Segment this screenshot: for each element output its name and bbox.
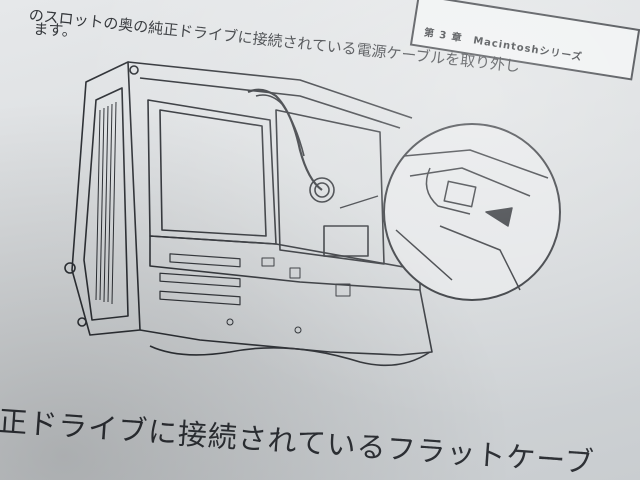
- magnified-detail-circle: [383, 123, 561, 301]
- expansion-slots: [159, 253, 241, 306]
- power-supply-block: [275, 109, 385, 265]
- cable-bundle: [247, 88, 323, 191]
- drive-bay-cage: [147, 99, 277, 245]
- motherboard-edge: [149, 235, 421, 291]
- connector-port: [323, 225, 369, 257]
- case-top-edge: [127, 61, 413, 119]
- screw-left-top: [129, 65, 139, 75]
- inset-arrow-icon: [485, 207, 513, 227]
- screw-left-bottom: [64, 262, 76, 274]
- front-vent-slots: [95, 101, 117, 305]
- front-bezel-outline: [71, 61, 141, 336]
- screw-front-bottom: [77, 317, 87, 327]
- board-components: [226, 257, 351, 334]
- chassis-base: [139, 289, 433, 356]
- cable-coil: [309, 177, 335, 203]
- inset-detail: [395, 149, 549, 291]
- pointer-line: [339, 195, 379, 209]
